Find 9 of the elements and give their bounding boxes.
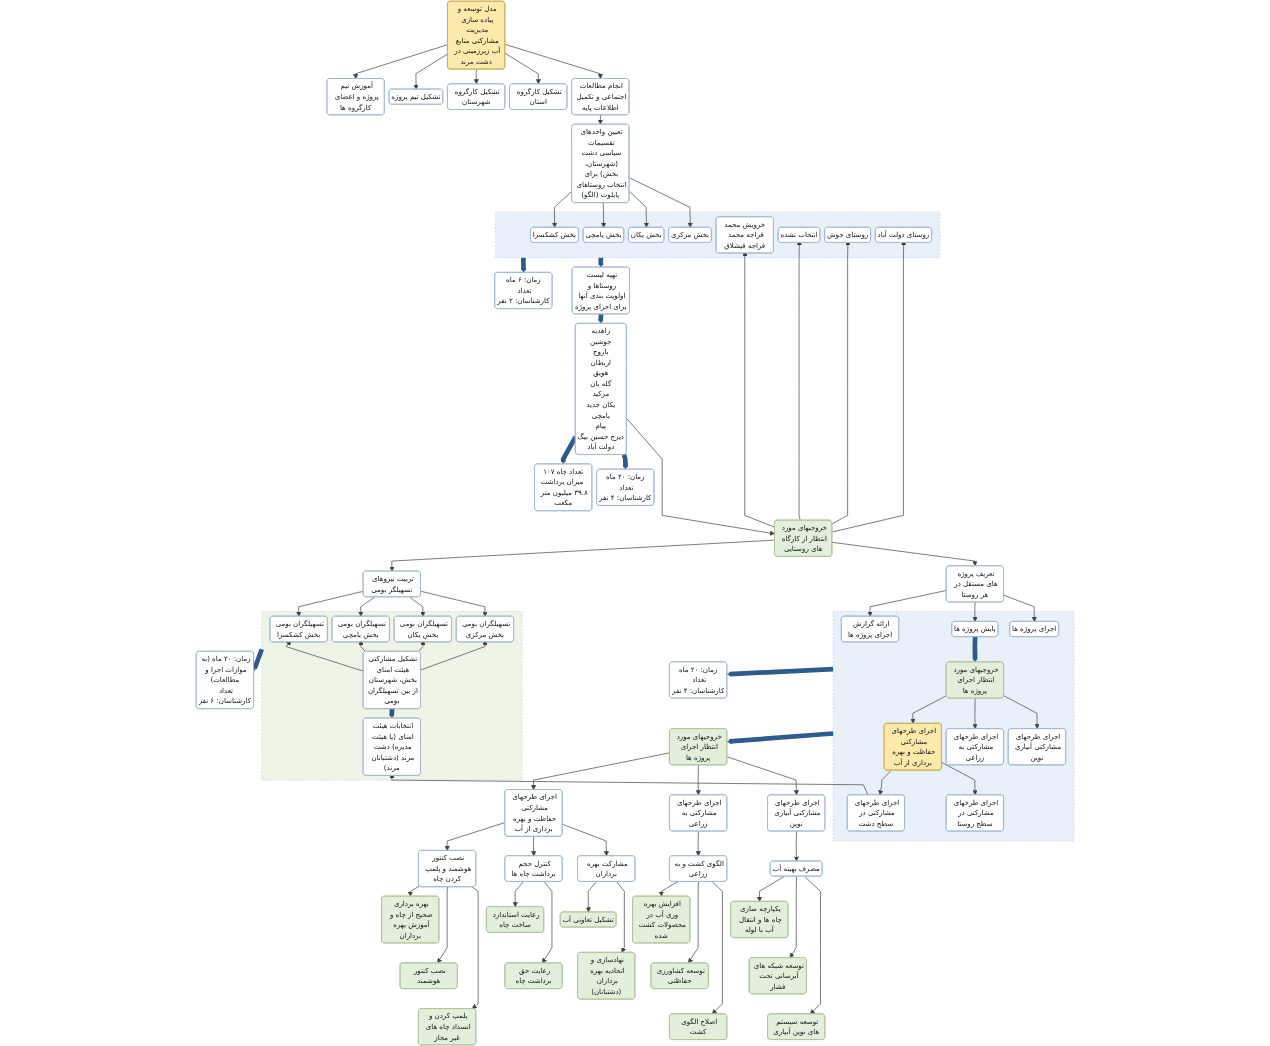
arrow bbox=[972, 636, 978, 663]
arrow bbox=[560, 435, 578, 465]
arrow bbox=[598, 257, 604, 268]
arrow bbox=[597, 114, 603, 125]
arrow bbox=[252, 648, 264, 671]
arrow bbox=[726, 666, 834, 677]
arrow bbox=[521, 257, 527, 273]
arrow bbox=[621, 454, 628, 470]
arrow bbox=[726, 731, 834, 744]
